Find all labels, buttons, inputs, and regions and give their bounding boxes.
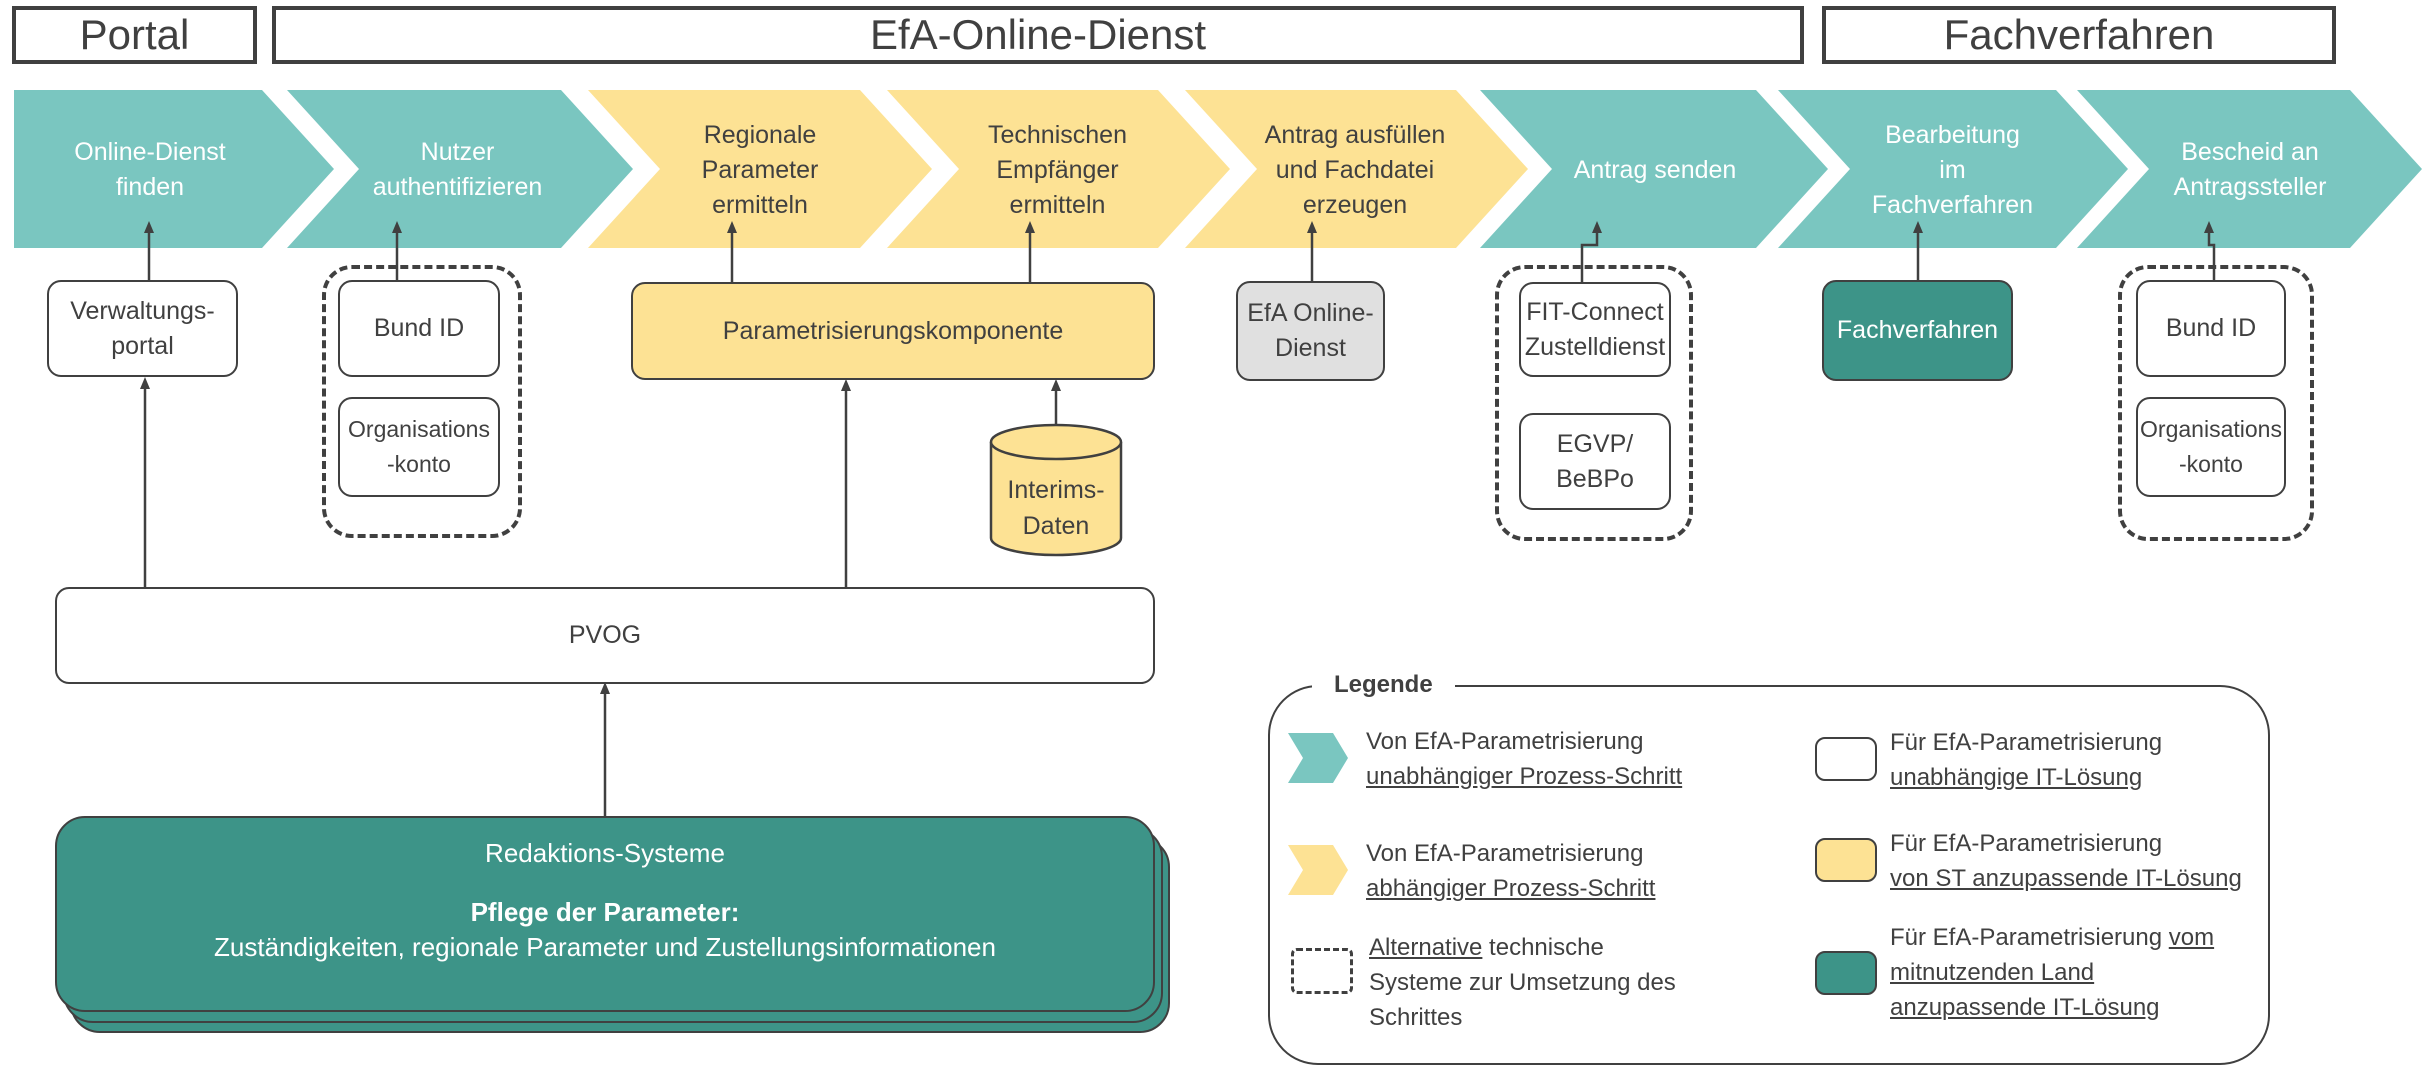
chevron-step-5 [1185, 90, 1528, 248]
alternative-group-auth [322, 265, 522, 538]
step-label-2: Nutzer authentifizieren [372, 138, 543, 201]
organisationskonto-box-2: Organisations -konto [2136, 397, 2286, 497]
step-label-6: Antrag senden [1573, 155, 1737, 184]
step-label-3: Regionale Parameter ermitteln [701, 120, 819, 219]
parametrisierungskomponente-box: Parametrisierungskomponente [631, 282, 1155, 380]
legend-white-text: Für EfA-Parametrisierung unabhängige IT-… [1890, 729, 2163, 791]
step-label-4: Technischen Empfänger ermitteln [988, 120, 1127, 219]
redaktion-bold: Pflege der Parameter: [470, 897, 740, 927]
header-efa-online-dienst: EfA-Online-Dienst [272, 6, 1804, 64]
interims-daten-label: Interims- Daten [1007, 476, 1105, 540]
legend-yellow-box-icon [1815, 838, 1877, 882]
step-label-7: Bearbeitung im Fachverfahren [1871, 120, 2034, 219]
chevron-step-1 [14, 90, 334, 248]
header-portal: Portal [12, 6, 257, 64]
egvp-bebpo-box: EGVP/ BeBPo [1519, 413, 1671, 510]
chevron-step-3 [588, 90, 932, 248]
alternative-group-bescheid [2118, 265, 2314, 541]
legend-title: Legende [1312, 669, 1455, 701]
step-label-5: Antrag ausfüllen und Fachdatei erzeugen [1264, 120, 1446, 219]
legend-alternative-text: Alternative technische Systeme zur Umset… [1369, 934, 1676, 1031]
legend-dashed-icon [1291, 948, 1353, 994]
legend-teal-chevron-icon [1288, 733, 1348, 783]
bund-id-box-1: Bund ID [338, 280, 500, 377]
organisationskonto-box-1: Organisations -konto [338, 397, 500, 497]
process-chevrons [14, 90, 2422, 248]
legend-yellow-chevron-icon [1288, 845, 1348, 895]
redaktions-systeme-text: Redaktions-Systeme Pflege der Parameter:… [55, 838, 1155, 963]
header-fachverfahren: Fachverfahren [1822, 6, 2336, 64]
redaktions-systeme-box [55, 816, 1155, 1012]
step-label-1: Online-Dienst finden [74, 138, 226, 201]
step-label-8: Bescheid an Antragssteller [2173, 138, 2327, 201]
redaktion-text: Zuständigkeiten, regionale Parameter und… [214, 932, 996, 962]
legend-teal-box-icon [1815, 951, 1877, 995]
legend-white-box-icon [1815, 737, 1877, 781]
legend-teal-text: Für EfA-Parametrisierung vom mitnutzende… [1890, 924, 2215, 1021]
interims-daten-cylinder [989, 423, 1123, 557]
bund-id-box-2: Bund ID [2136, 280, 2286, 377]
chevron-step-6 [1480, 90, 1828, 248]
efa-online-dienst-box: EfA Online- Dienst [1236, 281, 1385, 381]
chevron-step-4 [887, 90, 1230, 248]
fachverfahren-box: Fachverfahren [1822, 280, 2013, 381]
fit-connect-box: FIT-Connect Zustelldienst [1519, 282, 1671, 377]
legend-teal-step-text: Von EfA-Parametrisierung unabhängiger Pr… [1366, 728, 1683, 790]
pvog-box: PVOG [55, 587, 1155, 684]
alternative-group-senden [1495, 265, 1693, 541]
redaktion-title: Redaktions-Systeme [485, 838, 725, 868]
chevron-step-2 [287, 90, 633, 248]
chevron-step-8 [2077, 90, 2422, 248]
verwaltungsportal-box: Verwaltungs- portal [47, 280, 238, 377]
chevron-step-7 [1778, 90, 2128, 248]
legend-yellow-step-text: Von EfA-Parametrisierung abhängiger Proz… [1366, 840, 1656, 902]
legend-yellow-text: Für EfA-Parametrisierung von ST anzupass… [1890, 830, 2242, 892]
